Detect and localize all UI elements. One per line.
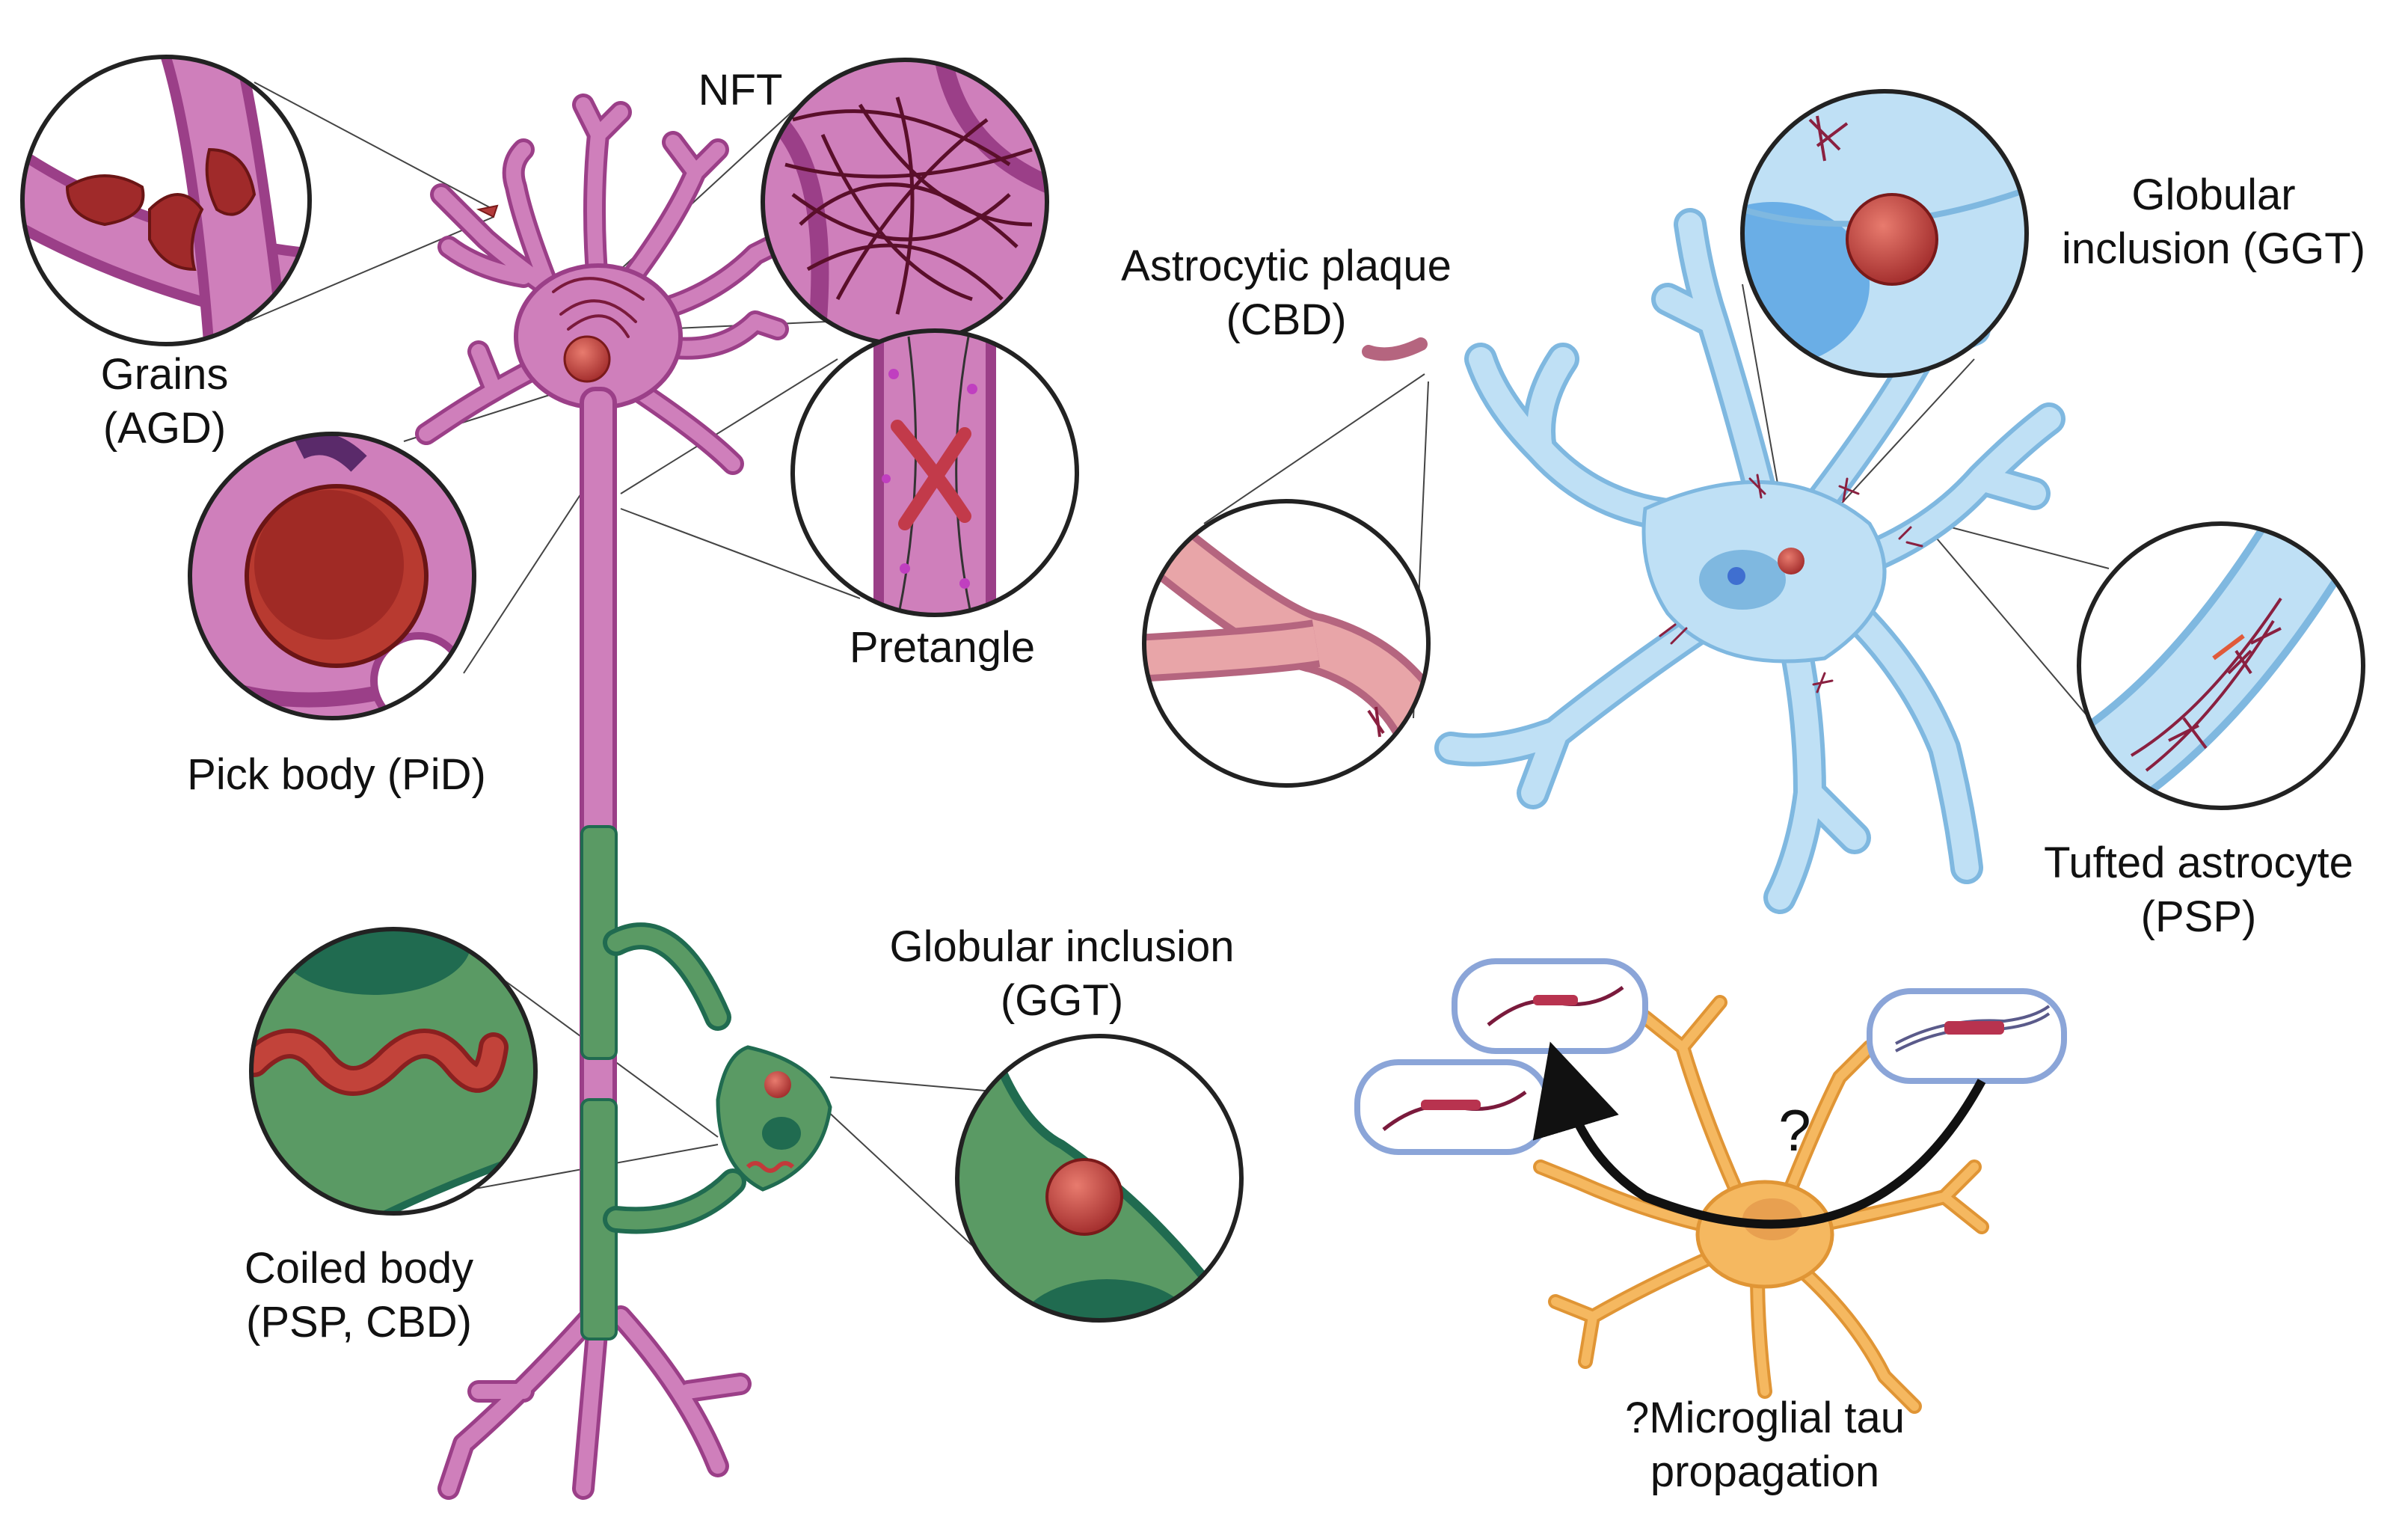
connector-lines xyxy=(246,82,2147,1295)
magnifier-pick-body xyxy=(188,432,476,720)
magnifier-astrocytic-plaque xyxy=(1142,499,1431,788)
label-question-mark: ? xyxy=(1778,1097,1811,1163)
label-coiled-body: Coiled body (PSP, CBD) xyxy=(244,1244,474,1346)
label-microglial-propagation: ?Microglial tau propagation xyxy=(1625,1394,1905,1496)
label-pick-body: Pick body (PiD) xyxy=(187,750,486,799)
magnifier-globular-oligo xyxy=(955,1034,1244,1323)
magnifier-globular-astro xyxy=(1740,89,2029,378)
label-nft: NFT xyxy=(698,66,783,114)
tau-vesicles xyxy=(1354,958,2067,1155)
label-astrocytic-plaque: Astrocytic plaque (CBD) xyxy=(1121,242,1452,344)
label-grains: Grains (AGD) xyxy=(100,350,229,453)
oligodendrocyte-cell xyxy=(580,825,832,1341)
propagation-arrow xyxy=(1532,1041,1986,1229)
magnifier-tufted-astrocyte xyxy=(2077,521,2365,810)
magnifier-coiled-body xyxy=(249,927,538,1216)
label-pretangle: Pretangle xyxy=(849,623,1036,672)
label-tufted-astrocyte: Tufted astrocyte (PSP) xyxy=(2044,839,2353,941)
magnifier-grains xyxy=(20,55,312,346)
label-globular-inclusion-astro: Globular inclusion (GGT) xyxy=(2061,171,2366,273)
microglia-cell xyxy=(1533,995,1989,1414)
label-globular-inclusion-oligo: Globular inclusion (GGT) xyxy=(889,922,1235,1025)
magnifier-pretangle xyxy=(790,328,1079,617)
